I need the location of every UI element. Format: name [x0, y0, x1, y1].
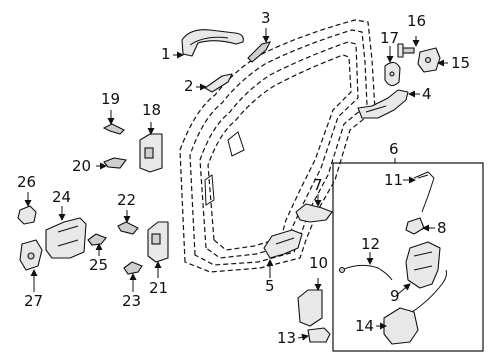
door-check-part: [45, 217, 87, 259]
inside-handle-part: [263, 229, 303, 259]
screw-part: [123, 261, 143, 275]
striker-bolt-part: [397, 43, 415, 58]
check-cap-part: [384, 61, 401, 87]
check-bolt-part: [87, 233, 107, 246]
callout-15: 15: [451, 54, 471, 72]
outside-handle-part: [181, 29, 244, 57]
callout-3: 3: [261, 9, 271, 27]
callout-6: 6: [389, 140, 399, 158]
door-latch-part: [383, 269, 447, 345]
callout-4: 4: [422, 85, 432, 103]
callout-21: 21: [149, 279, 169, 297]
handle-cover-part: [204, 73, 233, 93]
lock-assembly-box: [332, 162, 484, 352]
callout-9: 9: [390, 287, 400, 305]
callout-8: 8: [437, 219, 447, 237]
callout-1: 1: [161, 45, 171, 63]
callout-2: 2: [184, 77, 194, 95]
handle-cap-part: [247, 41, 272, 63]
callout-7: 7: [313, 176, 323, 194]
callout-17: 17: [380, 29, 400, 47]
callout-13: 13: [277, 329, 297, 347]
door-bolt-part: [117, 221, 139, 235]
lower-hinge-part: [147, 221, 169, 263]
handle-bracket-part: [297, 289, 323, 327]
release-cable-part: [338, 264, 393, 281]
callout-11: 11: [384, 171, 404, 189]
callout-20: 20: [72, 157, 92, 175]
bumper-part: [19, 239, 43, 271]
callout-22: 22: [117, 191, 137, 209]
callout-24: 24: [52, 188, 72, 206]
callout-10: 10: [309, 254, 329, 272]
callout-12: 12: [361, 235, 381, 253]
callout-23: 23: [122, 292, 142, 310]
latch-bracket-part: [295, 203, 333, 223]
leader-lines: [24, 28, 448, 341]
callout-26: 26: [17, 173, 37, 191]
callout-25: 25: [89, 256, 109, 274]
nut-part: [17, 205, 37, 225]
reinforcement-bracket-part: [357, 89, 409, 119]
callout-14: 14: [355, 317, 375, 335]
callout-18: 18: [142, 101, 162, 119]
hinge-bolt-lower-part: [103, 157, 127, 169]
lock-actuator-part: [405, 241, 441, 289]
callout-16: 16: [407, 12, 427, 30]
callout-19: 19: [101, 90, 121, 108]
hinge-bolt-upper-part: [102, 123, 125, 135]
clip-part: [307, 327, 331, 343]
upper-hinge-part: [139, 133, 163, 173]
callout-5: 5: [265, 277, 275, 295]
lock-rod-part: [413, 171, 435, 213]
callout-27: 27: [24, 292, 44, 310]
rod-clip-part: [405, 217, 425, 235]
striker-part: [417, 47, 441, 73]
